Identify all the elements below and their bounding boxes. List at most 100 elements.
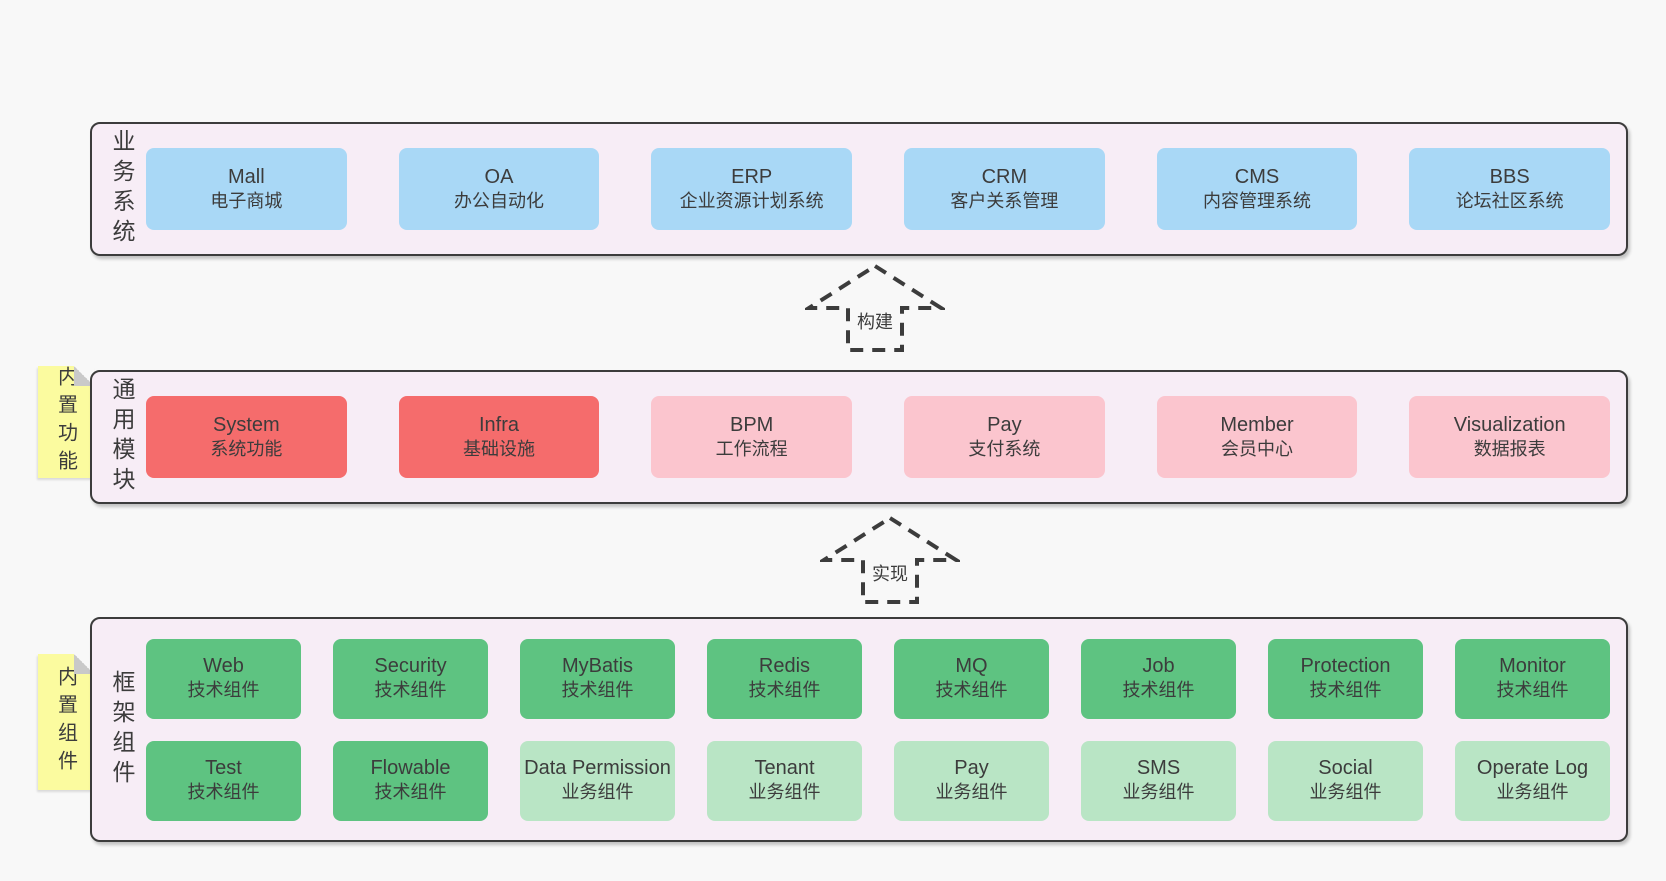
component-title: BPM: [730, 413, 774, 436]
component-title: ERP: [731, 165, 773, 188]
component-title: SMS: [1136, 757, 1181, 780]
band-label-framework-components: 框架组件: [100, 619, 144, 840]
component-title: Member: [1220, 413, 1294, 436]
component-subtitle: 技术组件: [1309, 680, 1382, 701]
sticky-note-text: 内置组件: [54, 666, 77, 778]
sticky-note-built-in-components: 内置组件: [38, 654, 94, 790]
component-title: CRM: [981, 165, 1028, 188]
component-subtitle: 业务组件: [748, 782, 821, 803]
component-title: Infra: [478, 413, 520, 436]
band-label-text: 框架组件: [109, 669, 135, 790]
component-subtitle: 技术组件: [935, 680, 1008, 701]
component-title: Mall: [228, 165, 265, 188]
component-subtitle: 技术组件: [1496, 680, 1569, 701]
band-label-text: 通用模块: [109, 377, 135, 497]
component-subtitle: 技术组件: [374, 680, 447, 701]
component-title: Pay: [954, 757, 989, 780]
component-subtitle: 技术组件: [561, 680, 634, 701]
component-title: Data Permission: [524, 757, 671, 780]
arrow-build-label: 构建: [854, 308, 896, 334]
component-title: CMS: [1234, 165, 1280, 188]
component-title: BBS: [1489, 165, 1530, 188]
component-subtitle: 业务组件: [935, 782, 1008, 803]
component-title: Protection: [1300, 655, 1391, 678]
component-subtitle: 技术组件: [187, 680, 260, 701]
folded-corner-icon: [74, 654, 94, 674]
component-subtitle: 技术组件: [374, 782, 447, 803]
component-title: Visualization: [1453, 413, 1566, 436]
component-subtitle: 支付系统: [968, 438, 1041, 459]
component-title: Security: [374, 655, 447, 678]
component-title: Social: [1318, 757, 1373, 780]
component-subtitle: 业务组件: [1496, 782, 1569, 803]
component-subtitle: 基础设施: [463, 438, 535, 459]
folded-corner-icon: [74, 366, 94, 386]
component-subtitle: 业务组件: [1122, 782, 1195, 803]
component-title: Tenant: [754, 757, 815, 780]
component-subtitle: 客户关系管理: [950, 190, 1059, 211]
component-title: MyBatis: [561, 655, 634, 678]
component-title: Test: [205, 757, 242, 780]
component-title: Redis: [758, 655, 811, 678]
component-subtitle: 论坛社区系统: [1455, 190, 1564, 211]
component-subtitle: 企业资源计划系统: [679, 190, 824, 211]
component-subtitle: 内容管理系统: [1203, 190, 1312, 211]
component-subtitle: 数据报表: [1473, 438, 1546, 459]
component-title: Flowable: [370, 757, 451, 780]
arrow-up-icon: [805, 263, 945, 352]
arrow-up-icon: [820, 515, 960, 604]
component-title: Pay: [987, 413, 1022, 436]
component-subtitle: 工作流程: [715, 438, 788, 459]
component-title: Operate Log: [1476, 757, 1589, 780]
band-label-common-modules: 通用模块: [100, 372, 144, 502]
sticky-note-text: 内置功能: [54, 366, 77, 478]
component-subtitle: 办公自动化: [454, 190, 544, 211]
component-title: Monitor: [1499, 655, 1566, 678]
component-title: OA: [484, 165, 514, 188]
sticky-note-built-in-features: 内置功能: [38, 366, 94, 478]
component-subtitle: 技术组件: [187, 782, 260, 803]
component-subtitle: 业务组件: [1309, 782, 1382, 803]
arrow-build: 构建: [805, 262, 945, 354]
component-subtitle: 技术组件: [1122, 680, 1195, 701]
component-subtitle: 系统功能: [210, 438, 283, 459]
component-subtitle: 业务组件: [561, 782, 634, 803]
